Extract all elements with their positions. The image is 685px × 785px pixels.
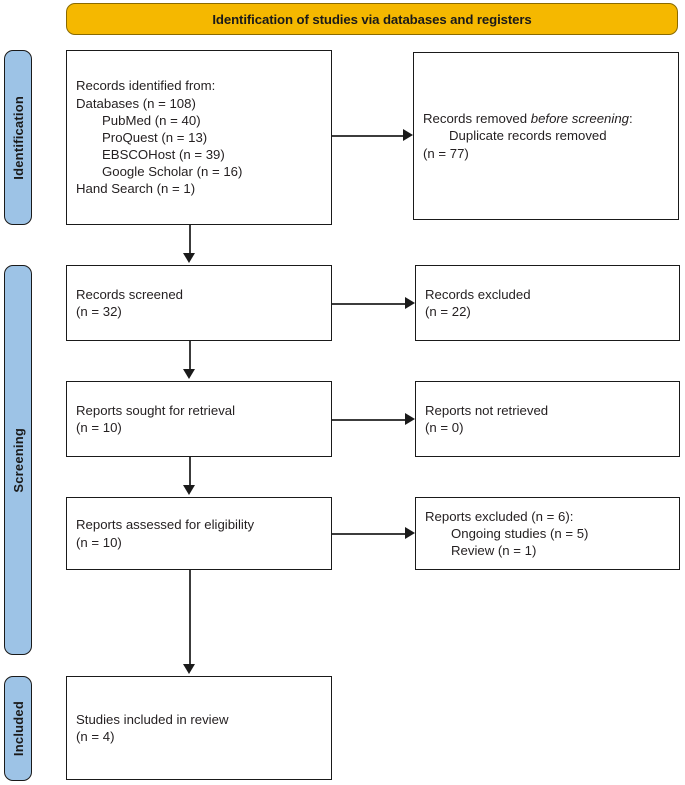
box-reports-sought: Reports sought for retrieval (n = 10) bbox=[66, 381, 332, 457]
box-records-screened: Records screened (n = 32) bbox=[66, 265, 332, 341]
records-identified-line-5: EBSCOHost (n = 39) bbox=[102, 147, 225, 163]
box-reports-not-retrieved: Reports not retrieved (n = 0) bbox=[415, 381, 680, 457]
box-reports-assessed: Reports assessed for eligibility (n = 10… bbox=[66, 497, 332, 570]
arrow-sought-to-assessed bbox=[183, 485, 195, 495]
records-removed-colon: : bbox=[629, 111, 633, 127]
connector-screened-to-sought bbox=[189, 341, 191, 371]
arrow-screened-to-excluded bbox=[405, 296, 415, 309]
records-excluded-line-2: (n = 22) bbox=[425, 304, 471, 319]
stage-label-included: Included bbox=[4, 676, 32, 781]
box-records-identified: Records identified from: Databases (n = … bbox=[66, 50, 332, 225]
arrow-identified-to-screened bbox=[183, 253, 195, 263]
reports-excluded-line-3: Review (n = 1) bbox=[451, 543, 537, 559]
box-records-excluded: Records excluded (n = 22) bbox=[415, 265, 680, 341]
stage-label-identification-text: Identification bbox=[10, 95, 26, 180]
records-identified-line-4: ProQuest (n = 13) bbox=[102, 129, 208, 145]
records-identified-line-1: Records identified from: bbox=[76, 78, 216, 94]
stage-label-included-text: Included bbox=[10, 700, 26, 757]
records-excluded-line-1: Records excluded bbox=[425, 286, 531, 302]
reports-not-retrieved-line-2: (n = 0) bbox=[425, 420, 464, 435]
connector-identified-to-screened bbox=[189, 225, 191, 255]
diagram-title: Identification of studies via databases … bbox=[212, 11, 532, 27]
reports-excluded-line-2: Ongoing studies (n = 5) bbox=[451, 525, 589, 541]
records-screened-line-2: (n = 32) bbox=[76, 304, 122, 319]
arrow-screened-to-sought bbox=[183, 369, 195, 379]
records-removed-italic: before screening bbox=[530, 111, 629, 127]
records-removed-line-1: Records removed bbox=[423, 111, 531, 127]
connector-screened-to-excluded bbox=[332, 303, 406, 305]
records-identified-line-3: PubMed (n = 40) bbox=[102, 112, 201, 128]
diagram-title-banner: Identification of studies via databases … bbox=[66, 3, 678, 35]
records-removed-line-2: Duplicate records removed bbox=[449, 128, 607, 144]
records-removed-line-3: (n = 77) bbox=[423, 145, 469, 161]
reports-not-retrieved-line-1: Reports not retrieved bbox=[425, 402, 549, 418]
connector-assessed-to-excluded bbox=[332, 533, 406, 535]
reports-assessed-line-1: Reports assessed for eligibility bbox=[76, 517, 255, 533]
connector-assessed-to-included bbox=[189, 570, 191, 666]
records-identified-line-2: Databases (n = 108) bbox=[76, 95, 196, 111]
arrow-assessed-to-included bbox=[183, 664, 195, 674]
stage-label-screening-text: Screening bbox=[10, 427, 26, 493]
reports-assessed-line-2: (n = 10) bbox=[76, 534, 122, 550]
reports-sought-line-2: (n = 10) bbox=[76, 420, 122, 435]
studies-included-line-2: (n = 4) bbox=[76, 729, 115, 744]
box-records-removed: Records removed before screening: Duplic… bbox=[413, 52, 679, 220]
reports-sought-line-1: Reports sought for retrieval bbox=[76, 402, 236, 418]
arrow-identified-to-removed bbox=[403, 128, 413, 141]
records-screened-line-1: Records screened bbox=[76, 286, 184, 302]
arrow-assessed-to-excluded bbox=[405, 526, 415, 539]
box-studies-included: Studies included in review (n = 4) bbox=[66, 676, 332, 780]
records-identified-line-7: Hand Search (n = 1) bbox=[76, 181, 196, 197]
arrow-sought-to-not-retrieved bbox=[405, 412, 415, 425]
connector-sought-to-assessed bbox=[189, 457, 191, 487]
reports-excluded-line-1: Reports excluded (n = 6): bbox=[425, 508, 574, 524]
stage-label-screening: Screening bbox=[4, 265, 32, 655]
connector-identified-to-removed bbox=[332, 135, 404, 137]
connector-sought-to-not-retrieved bbox=[332, 419, 406, 421]
box-reports-excluded: Reports excluded (n = 6): Ongoing studie… bbox=[415, 497, 680, 570]
studies-included-line-1: Studies included in review bbox=[76, 711, 229, 727]
stage-label-identification: Identification bbox=[4, 50, 32, 225]
records-identified-line-6: Google Scholar (n = 16) bbox=[102, 164, 243, 180]
